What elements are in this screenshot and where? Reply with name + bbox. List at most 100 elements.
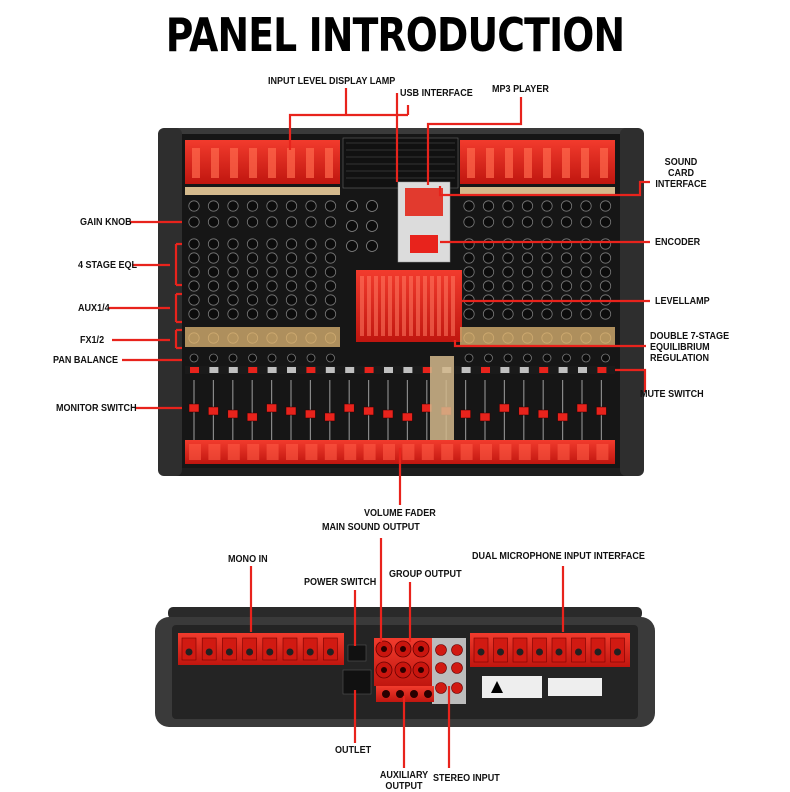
fader-knob	[305, 409, 316, 419]
fader-knob	[518, 406, 530, 416]
mono-jack-hole	[326, 648, 334, 656]
fader-knob	[227, 409, 239, 419]
knob	[285, 308, 298, 320]
mic-jack-hole	[516, 648, 524, 656]
aux-jack	[424, 690, 432, 698]
knob	[560, 308, 573, 320]
mono-jack-hole	[306, 648, 314, 656]
knob	[482, 200, 495, 212]
knob	[266, 200, 278, 212]
knob	[541, 216, 553, 228]
knob	[482, 252, 495, 264]
led-bar	[581, 148, 589, 178]
aux-jack	[396, 690, 404, 698]
callout-aux1-4	[108, 292, 182, 324]
knob	[463, 252, 475, 264]
input-level-lamp-block-right	[460, 140, 615, 184]
channel-label-block	[324, 444, 337, 460]
led-bar	[287, 148, 295, 178]
label-group-output: GROUP OUTPUT	[389, 568, 462, 580]
fader-knob	[576, 403, 588, 413]
knob	[285, 252, 298, 264]
knob	[521, 216, 534, 228]
label-fx1-2: FX1/2	[80, 334, 105, 346]
auxiliary-output-strip	[376, 686, 434, 702]
knob	[188, 266, 200, 278]
mute-button	[519, 367, 529, 373]
stereo-jack	[435, 662, 447, 674]
knob	[482, 280, 495, 292]
knob	[542, 353, 552, 363]
knob	[326, 353, 335, 363]
xlr-jack-hole	[400, 646, 406, 652]
knob	[463, 200, 475, 212]
knob	[541, 308, 553, 320]
stereo-jack	[451, 682, 463, 694]
knob	[207, 308, 220, 320]
led-bar	[524, 148, 532, 178]
eq-slider	[360, 276, 364, 336]
label-4-stage-eql: 4 STAGE EQL	[78, 259, 138, 271]
channel-label-block	[460, 444, 473, 460]
knob	[521, 280, 534, 292]
knob	[521, 308, 534, 320]
knob	[207, 266, 220, 278]
knob	[580, 266, 592, 278]
knob	[207, 216, 220, 228]
knob	[580, 308, 592, 320]
callout-sound-card	[438, 180, 650, 197]
label-pan-balance: PAN BALANCE	[53, 354, 119, 366]
encoder-highlight	[410, 235, 438, 253]
knob	[324, 252, 337, 264]
eq-slider	[437, 276, 441, 336]
mute-button	[403, 367, 413, 373]
led-bar	[467, 148, 475, 178]
knob	[324, 266, 337, 278]
knob	[246, 266, 259, 278]
power-switch-body	[347, 644, 367, 662]
led-bar	[543, 148, 551, 178]
effect-preset-table	[342, 137, 459, 189]
mute-button	[306, 367, 316, 373]
xlr-jack-hole	[418, 646, 424, 652]
channel-label-block	[363, 444, 376, 460]
mute-switch-strip	[185, 366, 615, 374]
mute-button	[209, 367, 219, 373]
callout-double-7-stage	[453, 340, 646, 348]
knob	[246, 294, 259, 306]
eq-slider	[423, 276, 427, 336]
mute-button	[364, 367, 374, 373]
knob	[188, 294, 200, 306]
knob	[207, 252, 220, 264]
eq-slider	[451, 276, 455, 336]
knob	[188, 308, 200, 320]
knob	[346, 220, 358, 232]
knob	[227, 280, 239, 292]
channel-label-block	[480, 444, 492, 460]
label-outlet: OUTLET	[335, 744, 372, 756]
knob	[366, 200, 378, 212]
fader-knob	[266, 403, 277, 413]
knob	[246, 216, 259, 228]
stereo-jack	[435, 644, 447, 656]
knob	[305, 266, 317, 278]
knob	[188, 252, 200, 264]
mono-jack-hole	[205, 648, 213, 656]
knob	[599, 266, 612, 278]
knob	[502, 280, 514, 292]
callout-input-level-lamp-right	[406, 105, 410, 115]
knob	[463, 308, 475, 320]
knob	[266, 308, 278, 320]
led-bar	[306, 148, 314, 178]
label-sound-card-interface: SOUND CARD INTERFACE	[651, 157, 711, 190]
mono-jack-hole	[185, 648, 193, 656]
page-title: PANEL INTRODUCTION	[165, 8, 625, 62]
knob	[324, 280, 337, 292]
knob	[366, 240, 378, 252]
knob	[227, 308, 239, 320]
stereo-jack	[451, 644, 463, 656]
knob	[324, 216, 337, 228]
channel-label-block	[538, 444, 551, 460]
